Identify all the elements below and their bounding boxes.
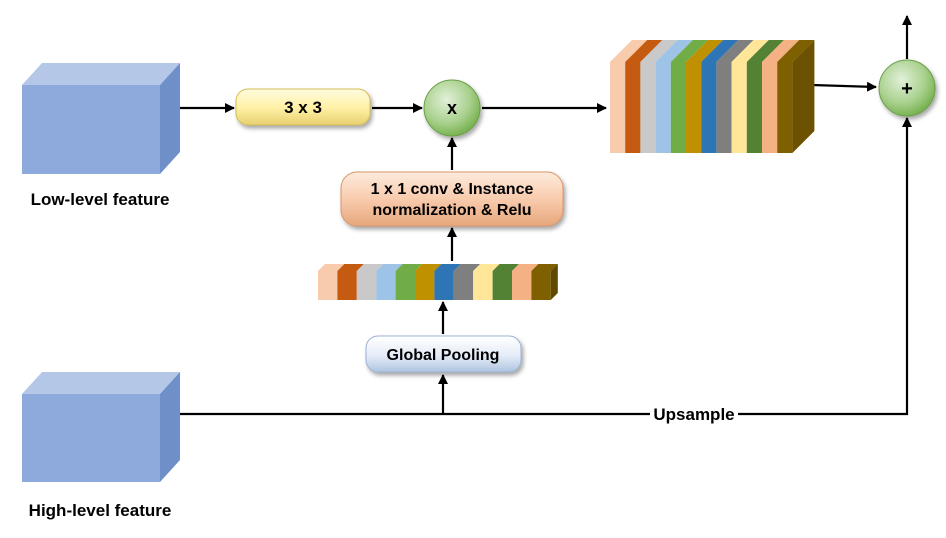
- output-slice-top: [686, 40, 724, 62]
- output-slice-top: [762, 40, 800, 62]
- output-slice: [686, 62, 702, 153]
- low-level-feature-cube: [22, 63, 180, 174]
- arrow-output-to-add: [811, 81, 877, 92]
- vector-cell-top: [434, 264, 461, 271]
- output-slice-top: [746, 40, 784, 62]
- cube-side-face: [160, 372, 180, 482]
- vector-cell: [434, 271, 454, 300]
- conv1x1-pill: [340, 171, 564, 227]
- output-slice: [610, 62, 626, 153]
- multiply-circle: [423, 79, 481, 137]
- low-level-feature-label: Low-level feature: [31, 190, 170, 209]
- vector-cell-top: [492, 264, 519, 271]
- vector-cell-top: [318, 264, 345, 271]
- connectors: [180, 15, 912, 416]
- conv3x3-pill: [235, 88, 371, 126]
- conv3x3-label: 3 x 3: [284, 98, 322, 117]
- vector-cell-top: [531, 264, 558, 271]
- output-slice: [777, 62, 793, 153]
- conv1x1-label-line2: normalization & Relu: [372, 202, 531, 219]
- vector-cell-top: [453, 264, 481, 271]
- conv1x1-block: [340, 171, 564, 227]
- global-pooling-block: [365, 335, 522, 373]
- upsample-label: Upsample: [653, 405, 734, 424]
- cube-side-face: [160, 63, 180, 174]
- high-level-feature-cube: [22, 372, 180, 482]
- fused-feature-block: [610, 40, 815, 153]
- vector-cell: [337, 271, 357, 300]
- output-slice: [731, 62, 747, 153]
- vector-cell: [318, 271, 338, 300]
- output-slice: [625, 62, 641, 153]
- output-slice: [762, 62, 778, 153]
- output-slice-top: [716, 40, 754, 62]
- vector-cell-top: [356, 264, 384, 271]
- vector-cell: [512, 271, 532, 300]
- vector-cell-top: [473, 264, 500, 271]
- output-slice: [670, 62, 686, 153]
- output-slice-top: [670, 40, 708, 62]
- vector-cell-top: [337, 264, 364, 271]
- vector-cell: [453, 271, 474, 300]
- pooled-channel-vector: [318, 264, 558, 300]
- multiply-node: [423, 79, 481, 137]
- output-slice-top: [640, 40, 678, 62]
- cube-top-face: [22, 63, 180, 85]
- vector-cell-top: [512, 264, 539, 271]
- global-pooling-label: Global Pooling: [387, 347, 500, 364]
- vector-cell: [415, 271, 435, 300]
- vector-cell: [356, 271, 377, 300]
- vector-cell: [376, 271, 396, 300]
- output-slice: [640, 62, 656, 153]
- output-slice: [746, 62, 762, 153]
- vector-cell: [473, 271, 493, 300]
- cube-front-face: [22, 85, 160, 174]
- vector-cell: [531, 271, 551, 300]
- cube-top-face: [22, 372, 180, 394]
- add-node: [878, 59, 936, 117]
- vector-cell-top: [415, 264, 442, 271]
- vector-cell: [395, 271, 415, 300]
- vector-cell-top: [376, 264, 403, 271]
- add-symbol: +: [901, 78, 913, 100]
- output-slice-top: [655, 40, 693, 62]
- conv1x1-label-line1: 1 x 1 conv & Instance: [371, 181, 534, 198]
- output-slice-top: [777, 40, 815, 62]
- cube-front-face: [22, 394, 160, 482]
- output-slice-top: [610, 40, 648, 62]
- output-side-face: [792, 40, 815, 153]
- high-level-feature-label: High-level feature: [29, 501, 172, 520]
- conv3x3-block: [235, 88, 371, 126]
- vector-cell: [492, 271, 512, 300]
- global-pooling-pill: [365, 335, 522, 373]
- add-circle: [878, 59, 936, 117]
- output-slice: [701, 62, 717, 153]
- vector-cell-top: [395, 264, 422, 271]
- output-slice-top: [731, 40, 769, 62]
- multiply-symbol: x: [447, 98, 457, 118]
- vector-side-face: [550, 264, 558, 300]
- upsample-path: [180, 117, 912, 416]
- output-slice-top: [701, 40, 739, 62]
- output-slice: [716, 62, 732, 153]
- upsample-label-bg: [650, 403, 738, 425]
- output-slice-top: [625, 40, 663, 62]
- output-slice: [655, 62, 671, 153]
